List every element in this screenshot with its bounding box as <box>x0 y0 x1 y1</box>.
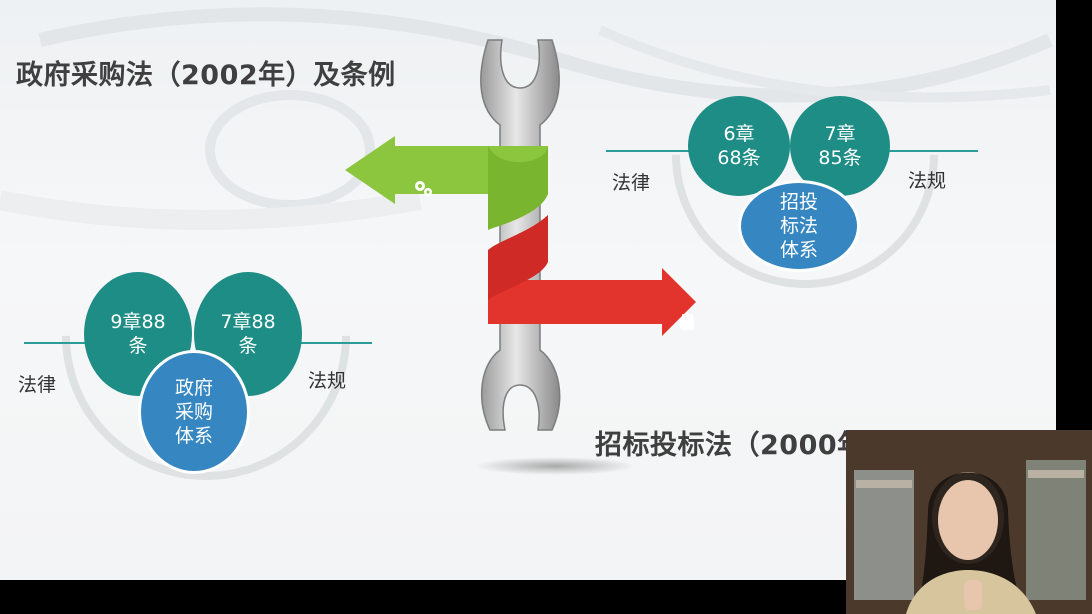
gov-law-circle: 9章88 条 <box>84 272 192 396</box>
gov-system-line-3: 体系 <box>174 425 213 447</box>
bid-law-circle: 6章 68条 <box>688 96 790 196</box>
gov-system-line-2: 采购 <box>174 401 213 423</box>
bid-diagram-right-line <box>880 150 978 152</box>
gov-regulation-line-1: 7章88 <box>220 311 276 333</box>
bid-law-label: 法律 <box>612 172 651 194</box>
bid-regulation-circle: 7章 85条 <box>790 96 890 196</box>
bid-diagram-left-line <box>606 150 698 152</box>
bid-system-line-2: 标法 <box>779 215 818 237</box>
gov-law-label: 法律 <box>18 374 57 396</box>
hand-icon <box>680 313 694 330</box>
gov-regulation-line-2: 条 <box>238 335 258 357</box>
bid-system-line-1: 招投 <box>779 191 818 213</box>
gov-law-line-1: 9章88 <box>110 311 166 333</box>
gov-system-line-1: 政府 <box>174 377 213 399</box>
gears-icon <box>415 181 432 196</box>
bid-regulation-line-1: 7章 <box>824 123 856 145</box>
bid-regulation-label: 法规 <box>908 170 947 192</box>
presenter-webcam <box>846 430 1092 614</box>
gov-diagram-right-line <box>300 342 372 344</box>
bid-system-circle: 招投 标法 体系 <box>738 180 860 272</box>
bid-law-line-2: 68条 <box>717 147 761 169</box>
gov-diagram-left-line <box>24 342 94 344</box>
background-stethoscope-art <box>0 7 1053 230</box>
gov-procurement-title: 政府采购法（2002年）及条例 <box>16 60 396 91</box>
red-arrow-icon <box>488 268 696 336</box>
slide: 政府采购法（2002年）及条例 法律 法规 9章88 条 7章88 条 政府 采… <box>0 0 1056 580</box>
bid-regulation-line-2: 85条 <box>818 147 862 169</box>
gov-regulation-label: 法规 <box>308 370 347 392</box>
wrench-icon <box>345 39 696 475</box>
gov-law-line-2: 条 <box>128 335 148 357</box>
bid-law-line-1: 6章 <box>723 123 755 145</box>
bid-system-line-3: 体系 <box>779 239 818 261</box>
gov-system-circle: 政府 采购 体系 <box>138 350 250 474</box>
